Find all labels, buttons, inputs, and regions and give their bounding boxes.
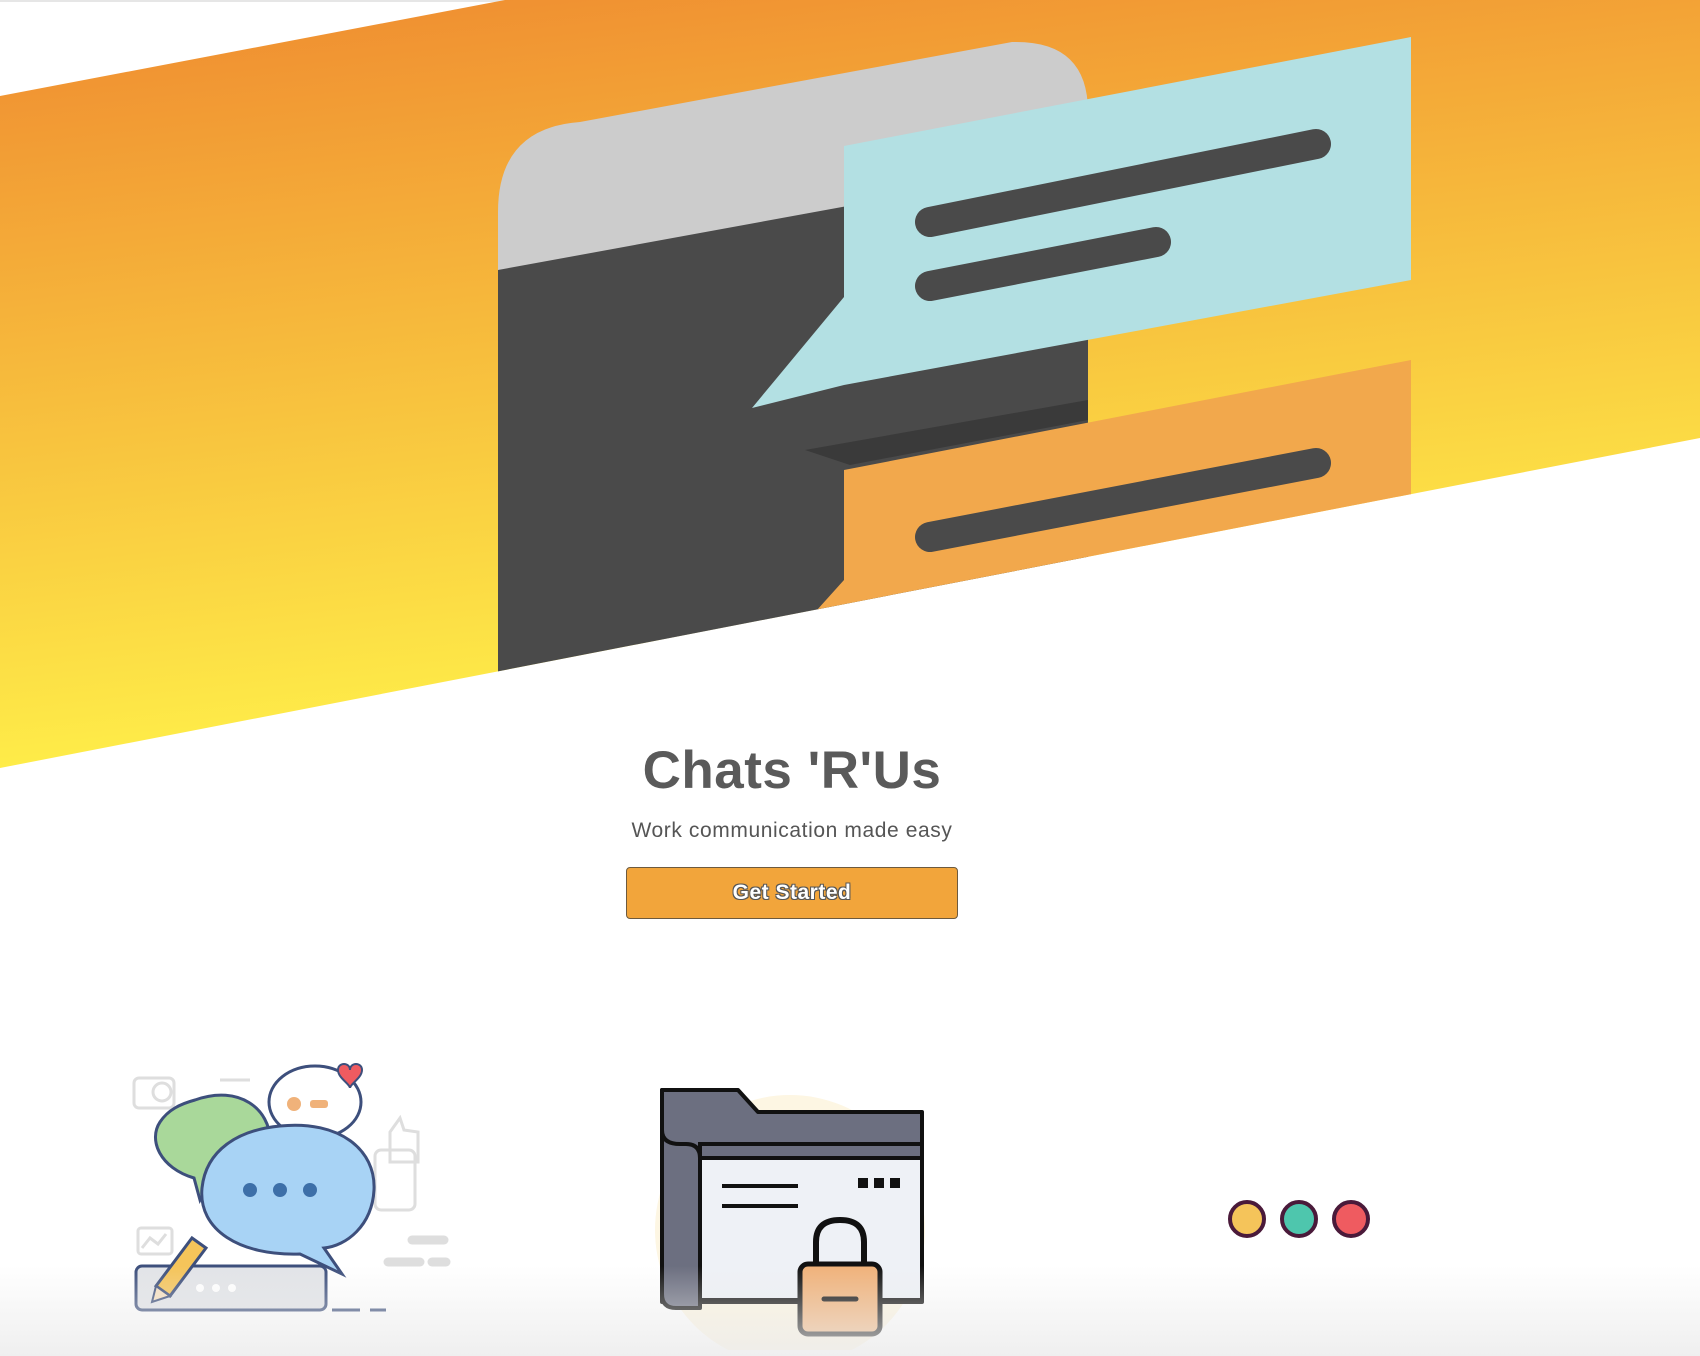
page-title: Chats 'R'Us	[642, 741, 942, 800]
three-dots-icon	[1228, 1200, 1370, 1238]
tagline: Work communication made easy	[631, 819, 953, 842]
feature-security	[640, 1070, 940, 1350]
locked-folder-icon	[655, 1088, 925, 1350]
feature-more	[1225, 1198, 1373, 1240]
blue-chat-bubble	[752, 37, 1411, 408]
hero-banner	[0, 0, 1700, 768]
hero-content: Chats 'R'Us Work communication made easy…	[0, 740, 1584, 919]
chat-bubbles-illustration-icon	[132, 1063, 451, 1312]
feature-chat	[120, 1050, 460, 1320]
get-started-button[interactable]: Get Started	[626, 867, 958, 919]
